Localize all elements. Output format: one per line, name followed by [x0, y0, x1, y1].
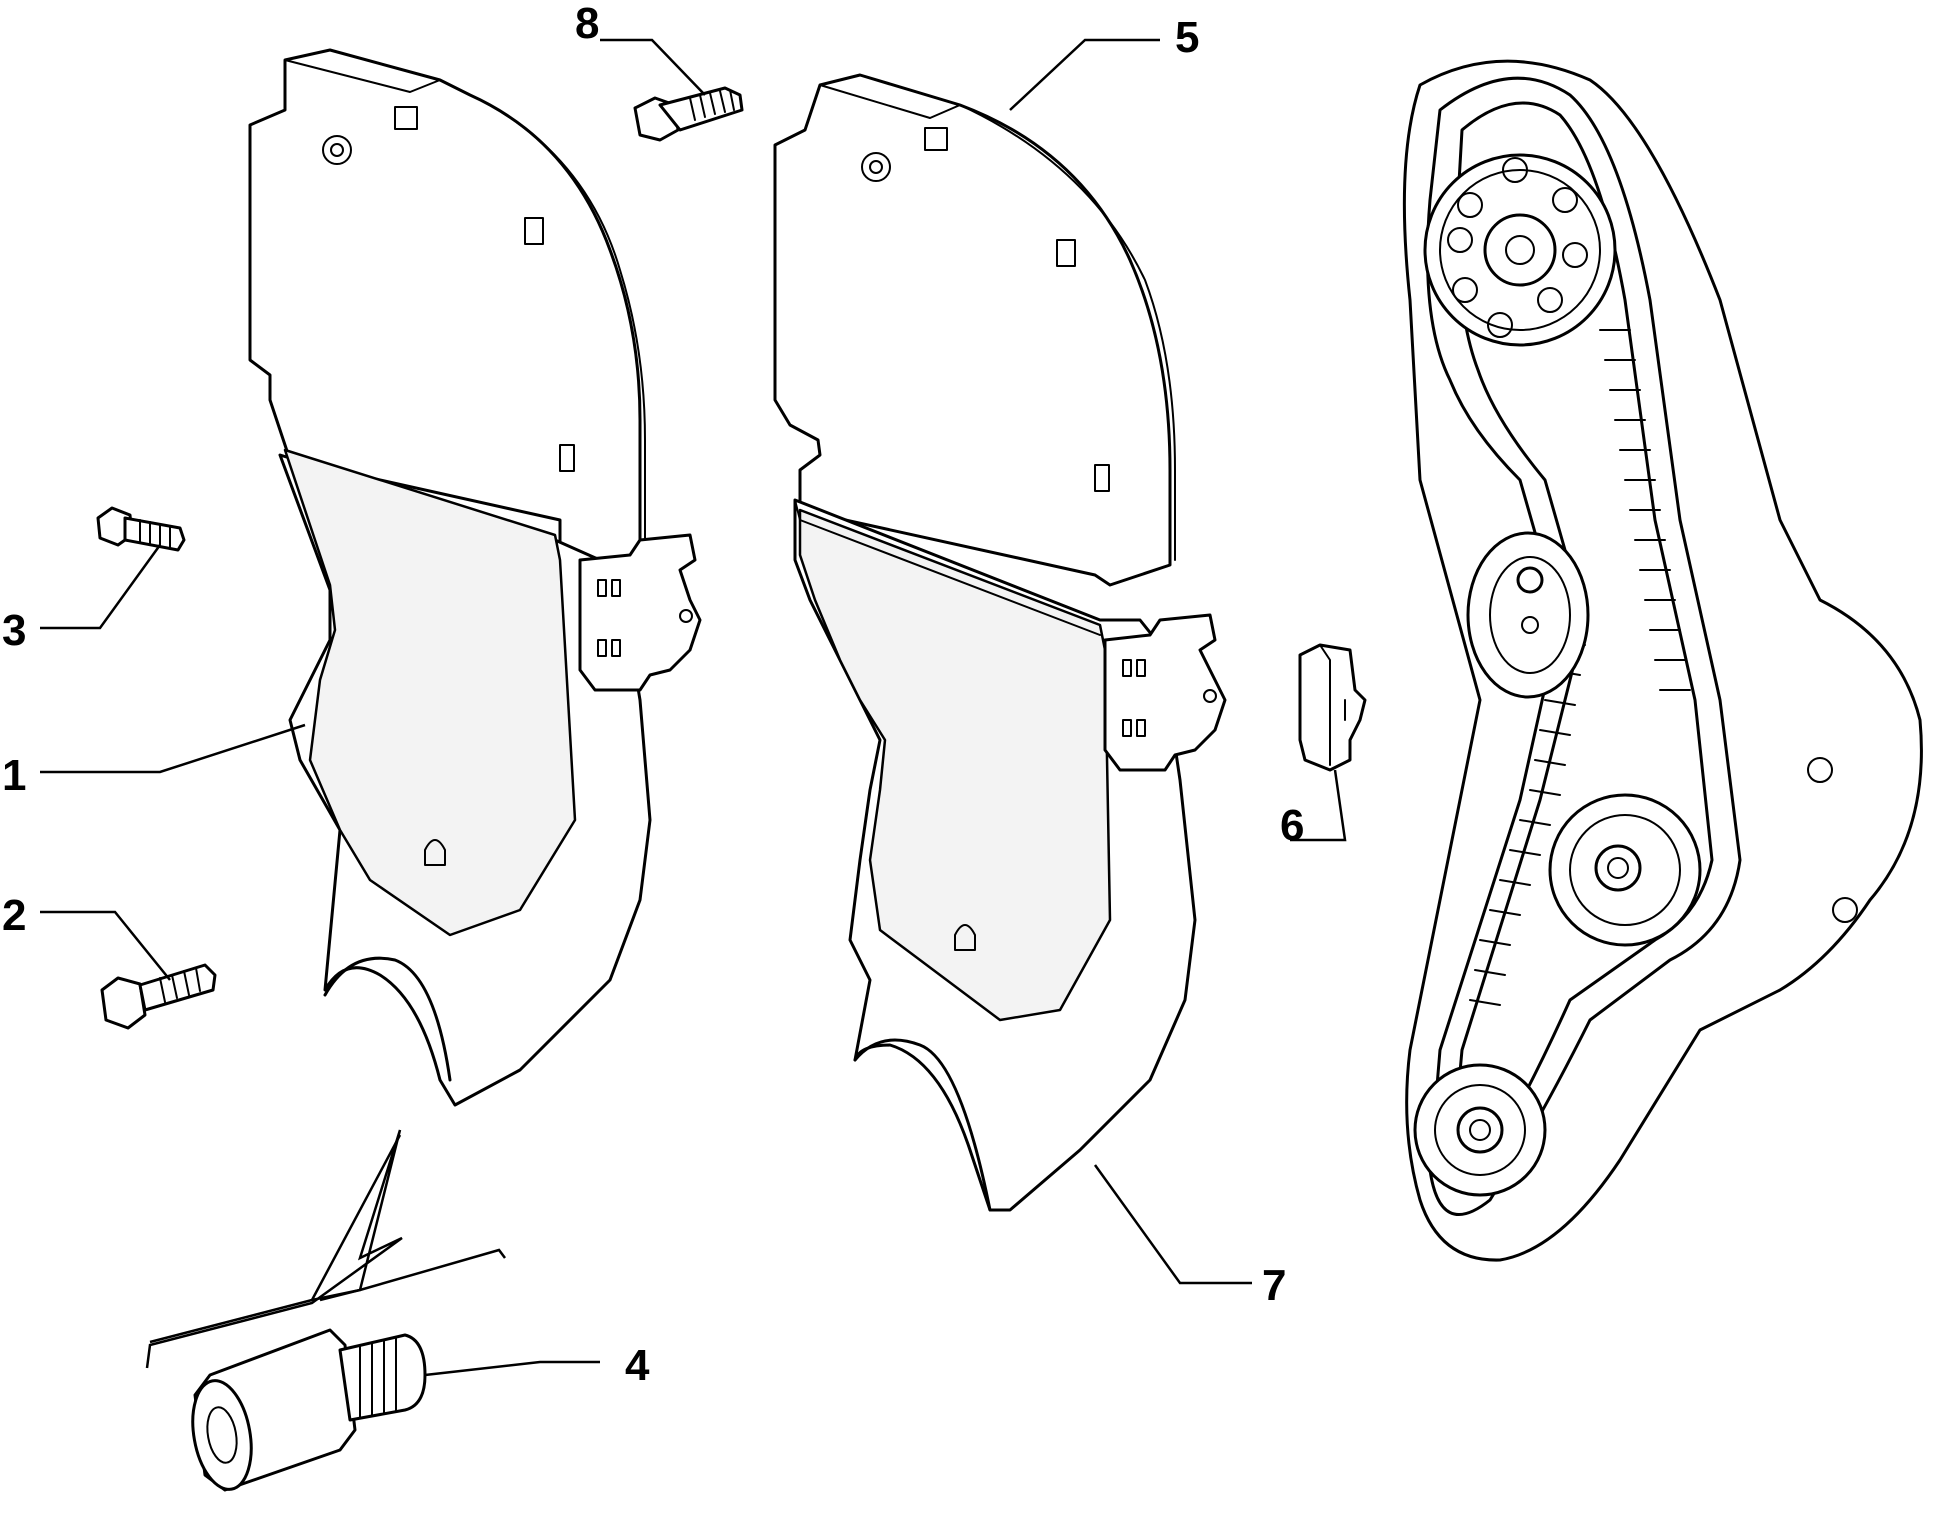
part-8-bolt: [633, 86, 744, 142]
part-7-lower-cover: [793, 498, 1227, 1212]
belt-teeth: [1469, 329, 1691, 1006]
part-3-bolt: [96, 506, 186, 552]
callout-2: 2: [2, 891, 26, 940]
part-2-bolt: [100, 963, 217, 1030]
callout-5: 5: [1175, 13, 1199, 62]
callout-8: 8: [575, 0, 599, 48]
timing-belt-drive: [1402, 59, 1923, 1262]
part-6-clip: [1298, 643, 1367, 772]
callout-3: 3: [2, 606, 26, 655]
callout-4: 4: [625, 1341, 650, 1390]
part-5-upper-cover: [773, 73, 1176, 587]
callout-labels: 1 2 3 4 5 6 7 8: [2, 0, 1304, 1390]
part-1-cover-assembly: [248, 48, 702, 1107]
part-4-stud: [191, 1328, 427, 1492]
callout-6: 6: [1280, 801, 1304, 850]
break-line: [145, 1129, 506, 1369]
callout-1: 1: [2, 751, 26, 800]
callout-7: 7: [1262, 1261, 1286, 1310]
leader-lines: [40, 38, 1347, 1377]
